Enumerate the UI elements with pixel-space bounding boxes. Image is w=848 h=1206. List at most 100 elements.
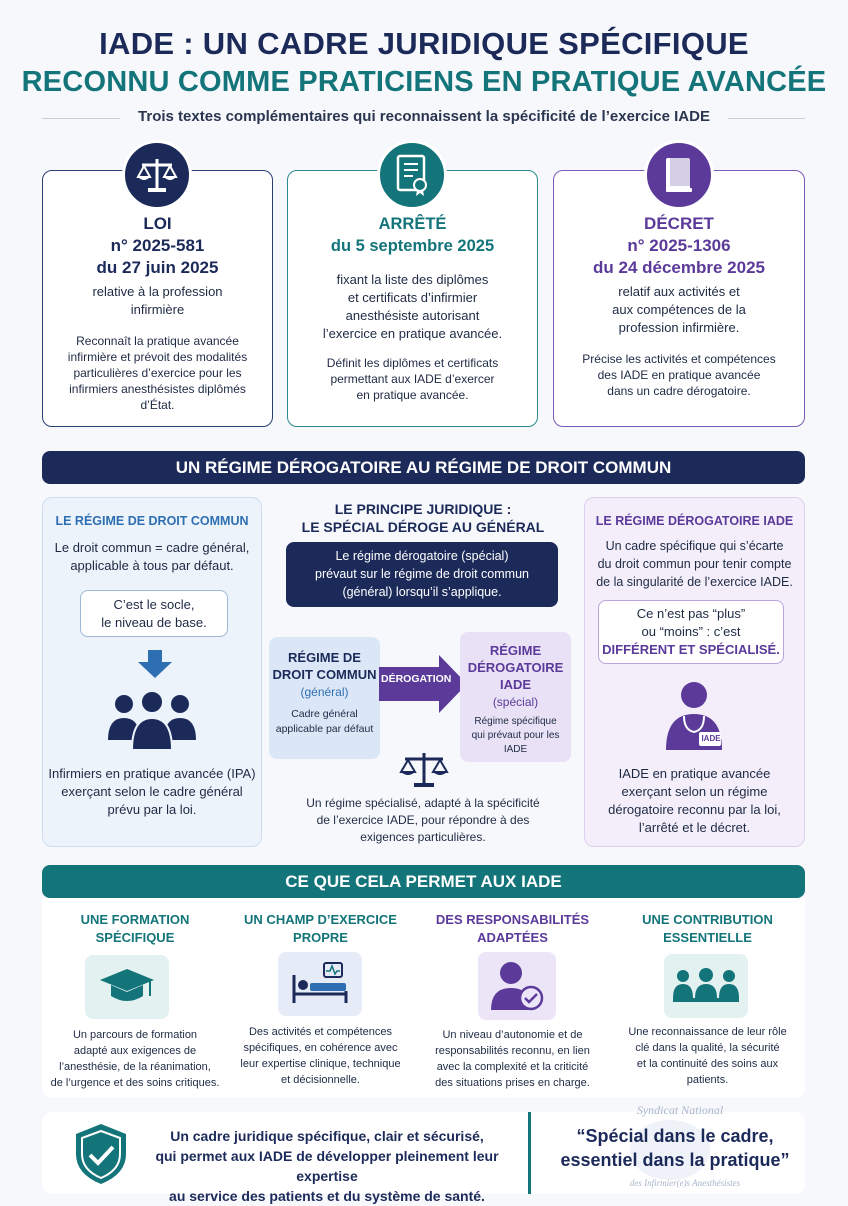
regime-right-footer: dérogatoire reconnu par la loi, bbox=[608, 802, 781, 817]
benefit-title: UN CHAMP D’EXERCICE bbox=[244, 912, 397, 927]
card-arrete-date: du 5 septembre 2025 bbox=[330, 237, 495, 255]
regime-right-title: LE RÉGIME DÉROGATOIRE IADE bbox=[595, 514, 794, 528]
card-loi-subject: infirmière bbox=[130, 302, 185, 317]
card-arrete-detail: permettant aux IADE d’exercer bbox=[330, 372, 495, 386]
benefit-text: leur expertise clinique, technique bbox=[240, 1058, 401, 1070]
benefit-title: ADAPTÉES bbox=[477, 930, 548, 945]
card-decret-subject: aux compétences de la bbox=[612, 302, 746, 317]
card-arrete-detail: en pratique avancée. bbox=[356, 388, 469, 402]
team-icon bbox=[664, 954, 748, 1018]
special-regime-box: RÉGIME DÉROGATOIRE IADE (spécial) Régime… bbox=[460, 632, 571, 762]
derogation-arrow-icon bbox=[379, 655, 467, 718]
benefit-text: adapté aux exigences de bbox=[73, 1045, 197, 1057]
benefit-title: ESSENTIELLE bbox=[663, 930, 752, 945]
card-decret-subject: relatif aux activités et bbox=[618, 284, 740, 299]
benefit-title: DES RESPONSABILITÉS bbox=[435, 912, 590, 927]
scales-icon bbox=[122, 140, 192, 210]
regime-center-footer: exigences particulières. bbox=[360, 830, 486, 844]
regime-left-footer: prévu par la loi. bbox=[107, 802, 197, 817]
regime-left-footer: exerçant selon le cadre général bbox=[61, 784, 243, 799]
benefit-text: et décisionnelle. bbox=[281, 1074, 360, 1086]
card-decret-date: du 24 décembre 2025 bbox=[593, 258, 765, 277]
regime-right-text: de la singularité de l’exercice IADE. bbox=[596, 575, 793, 589]
special-regime-title: IADE bbox=[499, 677, 532, 692]
card-decret: DÉCRET n° 2025-1306 du 24 décembre 2025 … bbox=[553, 170, 805, 427]
regime-center-footer: de l’exercice IADE, pour répondre à des bbox=[316, 813, 530, 827]
user-check-icon bbox=[478, 952, 556, 1020]
regime-banner: UN RÉGIME DÉROGATOIRE AU RÉGIME DE DROIT… bbox=[42, 451, 805, 484]
book-icon bbox=[644, 140, 714, 210]
card-arrete-subject: anesthésiste autorisant bbox=[345, 308, 480, 323]
special-regime-desc: Régime spécifique bbox=[474, 716, 557, 727]
benefit-text: avec la complexité et la criticité bbox=[436, 1061, 589, 1073]
benefit-text: Un parcours de formation bbox=[72, 1029, 198, 1041]
card-decret-detail: dans un cadre dérogatoire. bbox=[607, 384, 751, 398]
card-decret-number: n° 2025-1306 bbox=[627, 236, 731, 255]
principle-box-line: (général) lorsqu’il s’applique. bbox=[342, 585, 502, 599]
regime-left-bubble-line: le niveau de base. bbox=[101, 615, 207, 630]
regime-left-text: Le droit commun = cadre général, bbox=[54, 540, 250, 555]
regime-right-card bbox=[584, 497, 805, 847]
card-arrete-subject: l’exercice en pratique avancée. bbox=[322, 326, 503, 341]
regime-center-title: LE PRINCIPE JURIDIQUE : bbox=[334, 501, 512, 517]
benefit-title: UNE FORMATION bbox=[80, 912, 190, 927]
general-regime-title: RÉGIME DE bbox=[288, 650, 361, 665]
card-decret-subject: profession infirmière. bbox=[618, 320, 740, 335]
derogation-arrow-label: DÉROGATION bbox=[381, 673, 452, 685]
benefits-banner: CE QUE CELA PERMET AUX IADE bbox=[42, 865, 805, 898]
principle-box-line: Le régime dérogatoire (spécial) bbox=[335, 549, 509, 563]
card-loi-subject: relative à la profession bbox=[92, 284, 223, 299]
regime-left-bubble: C’est le socle, le niveau de base. bbox=[80, 590, 228, 637]
hospital-bed-icon bbox=[278, 952, 362, 1016]
special-regime-title: DÉROGATOIRE bbox=[467, 660, 564, 675]
card-arrete: ARRÊTÉ du 5 septembre 2025 fixant la lis… bbox=[287, 170, 538, 427]
benefit-title: SPÉCIFIQUE bbox=[95, 930, 175, 945]
regime-right-footer: l’arrêté et le décret. bbox=[638, 820, 751, 835]
regime-left-bubble-line: C’est le socle, bbox=[113, 597, 195, 612]
footer-quote: “Spécial dans le cadre, bbox=[576, 1126, 774, 1146]
benefit-text: spécifiques, en cohérence avec bbox=[243, 1042, 398, 1054]
benefit-text: clé dans la qualité, la sécurité bbox=[635, 1042, 780, 1054]
graduation-cap-icon bbox=[85, 955, 169, 1019]
people-group-icon bbox=[106, 690, 198, 757]
card-loi-detail: Reconnaît la pratique avancée bbox=[76, 334, 239, 348]
page-subtitle: RECONNU COMME PRATICIENS EN PRATIQUE AVA… bbox=[21, 66, 827, 98]
card-loi-detail: infirmiers anesthésistes diplômés bbox=[69, 382, 246, 396]
card-decret-type: DÉCRET bbox=[644, 214, 714, 233]
regime-right-footer: exerçant selon un régime bbox=[621, 784, 768, 799]
principle-box-line: prévaut sur le régime de droit commun bbox=[315, 567, 529, 581]
card-loi-detail: d’État. bbox=[140, 398, 175, 412]
regime-right-footer: IADE en pratique avancée bbox=[618, 766, 771, 781]
arrow-down-icon bbox=[138, 650, 172, 683]
shield-check-icon bbox=[74, 1122, 128, 1191]
benefit-text: Des activités et compétences bbox=[248, 1026, 393, 1038]
regime-right-text: du droit commun pour tenir compte bbox=[597, 557, 792, 571]
special-regime-tag: (spécial) bbox=[492, 695, 539, 709]
regime-right-bubble-line: ou “moins” : c’est bbox=[641, 624, 741, 639]
watermark-logo-icon bbox=[630, 1120, 710, 1180]
watermark-bottom: des Infirmier(e)s Anesthésistes bbox=[629, 1178, 741, 1188]
regime-right-bubble: Ce n’est pas “plus” ou “moins” : c’est D… bbox=[598, 600, 784, 664]
regime-center-title: LE SPÉCIAL DÉROGE AU GÉNÉRAL bbox=[301, 519, 545, 535]
benefit-text: l’anesthésie, de la réanimation, bbox=[59, 1061, 211, 1073]
general-regime-box: RÉGIME DE DROIT COMMUN (général) Cadre g… bbox=[269, 637, 380, 759]
regime-center-footer: Un régime spécialisé, adapté à la spécif… bbox=[306, 796, 540, 810]
iade-nurse-icon bbox=[664, 680, 724, 757]
benefit-text: et la continuité des soins aux bbox=[636, 1058, 779, 1070]
page-title: IADE : UN CADRE JURIDIQUE SPÉCIFIQUE bbox=[99, 26, 749, 61]
card-arrete-type: ARRÊTÉ bbox=[378, 215, 447, 233]
tagline: Trois textes complémentaires qui reconna… bbox=[120, 108, 728, 125]
scales-icon bbox=[399, 750, 449, 795]
general-regime-tag: (général) bbox=[300, 685, 349, 699]
regime-left-title: LE RÉGIME DE DROIT COMMUN bbox=[55, 514, 249, 528]
regime-left-text: applicable à tous par défaut. bbox=[70, 558, 234, 573]
certificate-icon bbox=[377, 140, 447, 210]
iade-badge: IADE bbox=[701, 734, 721, 743]
benefit-text: Un niveau d’autonomie et de bbox=[442, 1029, 583, 1041]
benefit-title: UNE CONTRIBUTION bbox=[642, 912, 773, 927]
footer-text: Un cadre juridique spécifique, clair et … bbox=[170, 1128, 484, 1144]
special-regime-title: RÉGIME bbox=[489, 643, 542, 658]
card-decret-detail: des IADE en pratique avancée bbox=[597, 368, 761, 382]
card-loi-detail: infirmière et prévoit des modalités bbox=[67, 350, 248, 364]
general-regime-desc: applicable par défaut bbox=[275, 723, 374, 735]
